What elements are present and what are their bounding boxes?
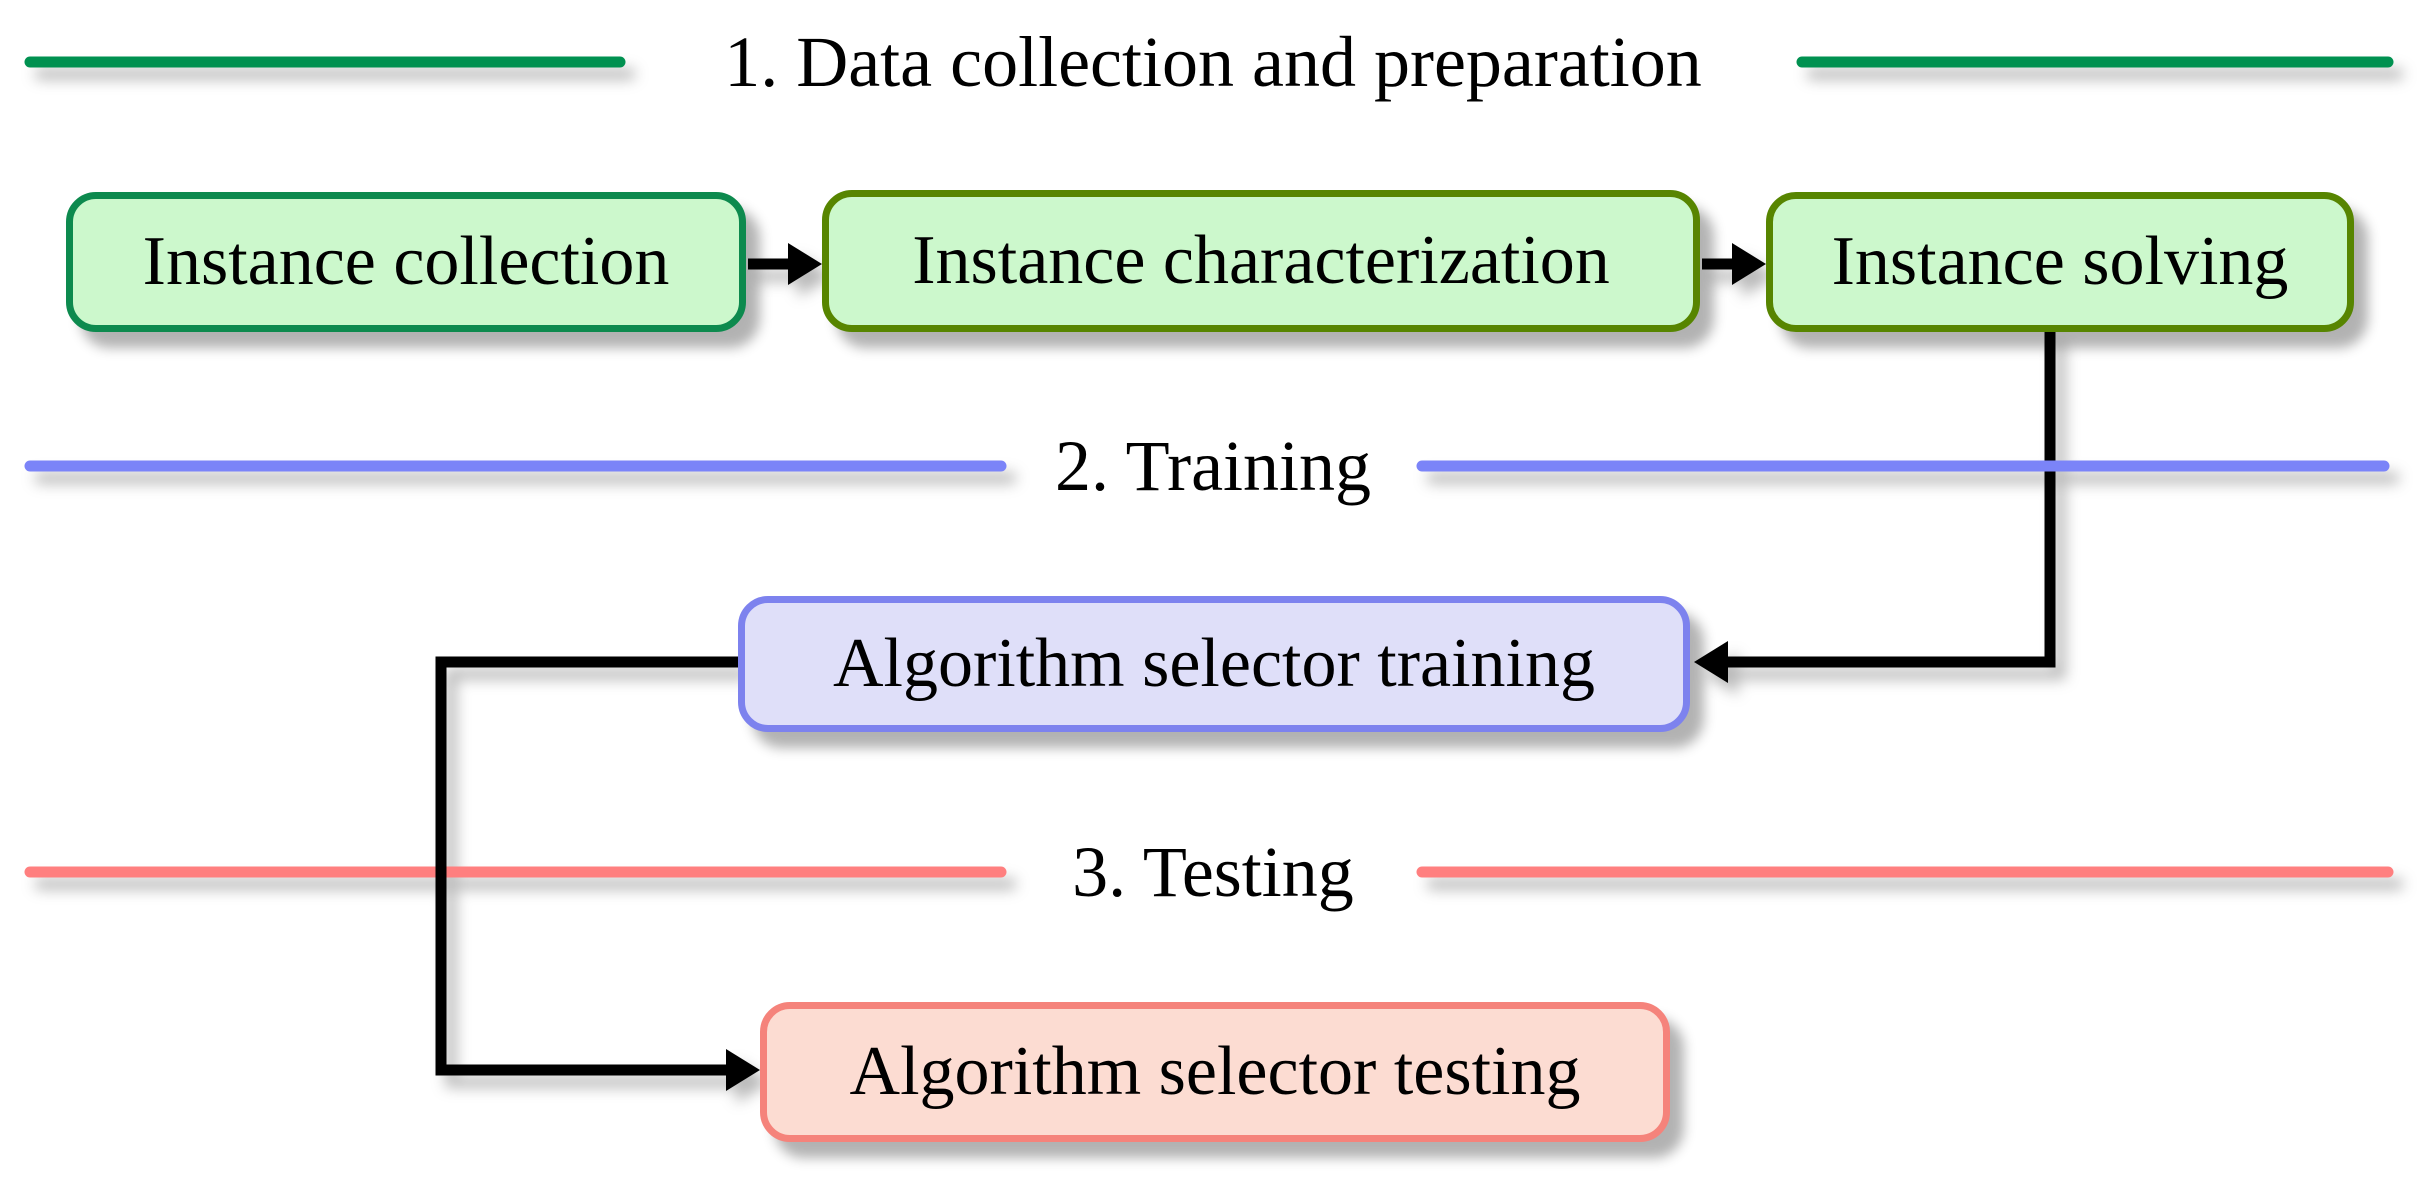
node-label: Algorithm selector training: [832, 625, 1596, 702]
section3-title: 3. Testing: [1072, 832, 1354, 912]
arrowhead-right-icon: [788, 243, 822, 285]
arrowhead-right-icon: [1732, 243, 1766, 285]
node-instance-collection: Instance collection: [66, 192, 746, 332]
arrowhead-left-icon: [1694, 641, 1728, 683]
node-label: Instance solving: [1831, 223, 2289, 300]
node-label: Instance collection: [142, 223, 670, 300]
node-algorithm-selector-testing: Algorithm selector testing: [760, 1002, 1670, 1142]
node-instance-solving: Instance solving: [1766, 192, 2354, 332]
node-label: Instance characterization: [912, 222, 1610, 299]
node-label: Algorithm selector testing: [849, 1033, 1581, 1110]
node-algorithm-selector-training: Algorithm selector training: [738, 596, 1690, 732]
node-instance-characterization: Instance characterization: [822, 190, 1700, 332]
section2-title: 2. Training: [1054, 426, 1372, 506]
arrowhead-right-icon: [726, 1049, 760, 1091]
section1-title: 1. Data collection and preparation: [724, 22, 1702, 102]
